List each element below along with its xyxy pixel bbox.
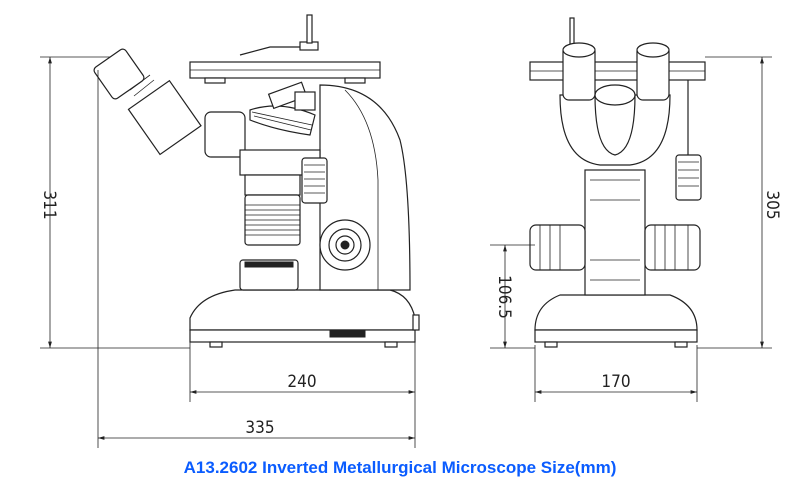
front-view-microscope	[529, 17, 706, 348]
side-base-width-label: 240	[287, 372, 316, 392]
side-view-microscope	[93, 14, 420, 348]
front-height-label: 305	[762, 190, 782, 219]
figure-caption: A13.2602 Inverted Metallurgical Microsco…	[183, 458, 617, 477]
front-focus-height-label: 106.5	[494, 275, 514, 319]
side-height-label: 311	[39, 190, 59, 219]
side-total-width-label: 335	[245, 418, 274, 438]
dimension-lines	[40, 56, 772, 448]
front-base-width-label: 170	[601, 372, 630, 392]
